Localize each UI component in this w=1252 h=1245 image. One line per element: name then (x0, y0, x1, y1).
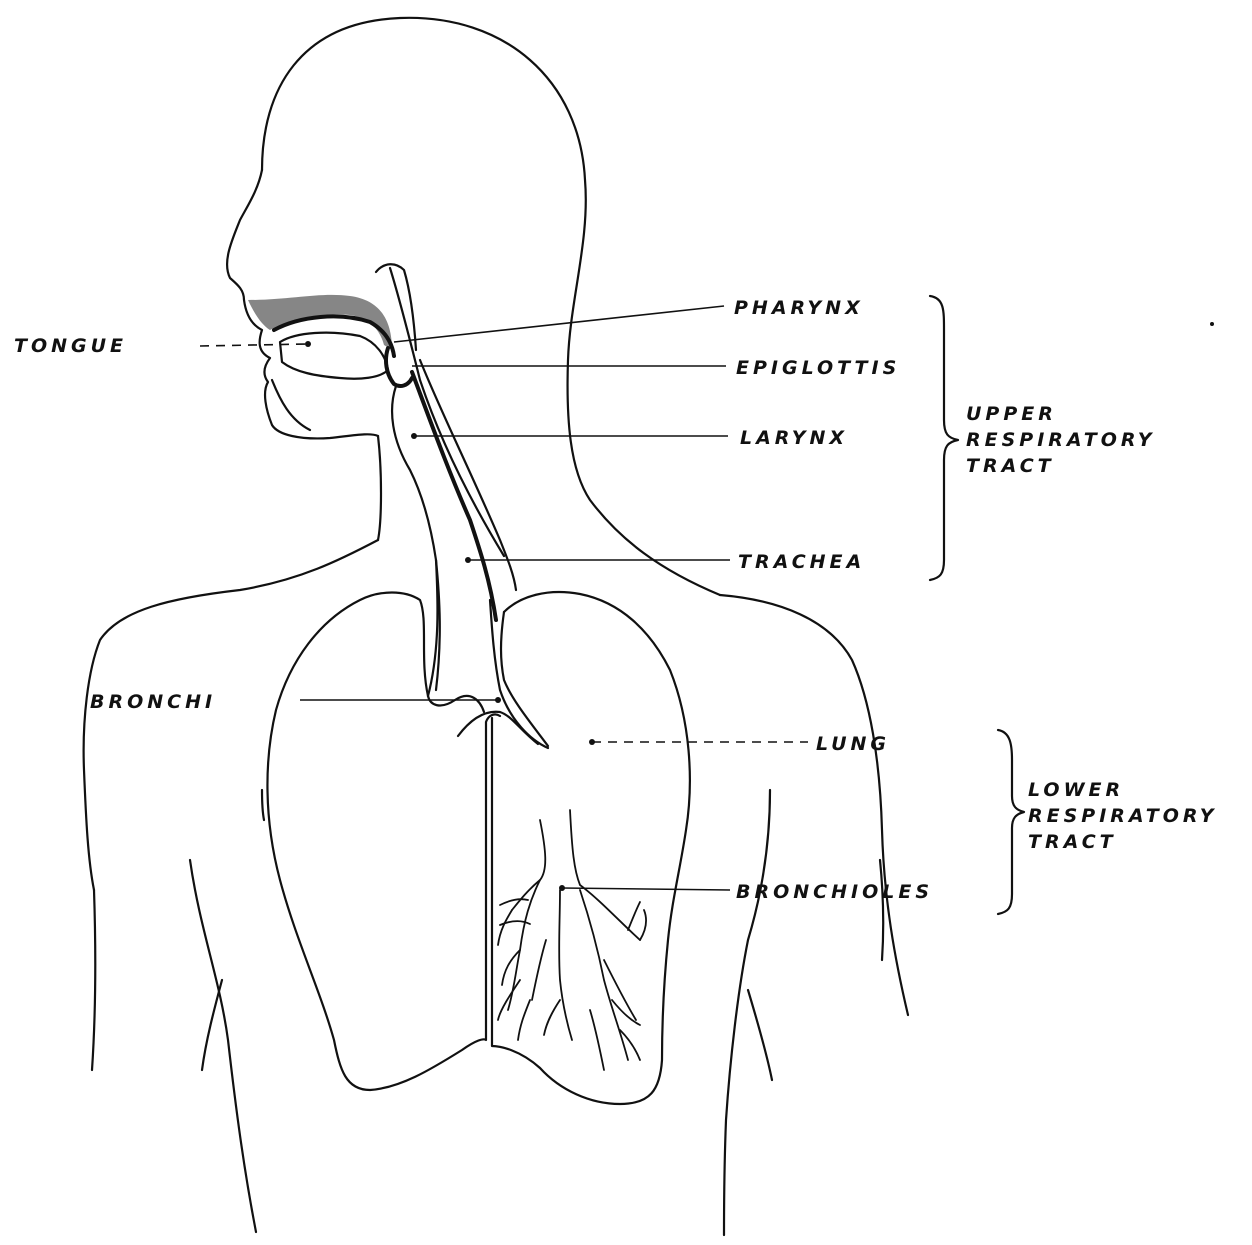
bronchioles-tree (498, 810, 646, 1070)
tongue-dot (305, 341, 311, 347)
right-torso (724, 790, 770, 1235)
esophagus (412, 372, 496, 620)
lung-dot (589, 739, 595, 745)
lungs (267, 592, 689, 1104)
trachea-dot (465, 557, 471, 563)
bronchioles-dot (559, 885, 565, 891)
right-shoulder (720, 595, 908, 1015)
ink-speck (1210, 322, 1214, 326)
right-lung (492, 592, 690, 1104)
branch-7 (604, 960, 640, 1060)
upper-brace (930, 296, 958, 580)
branch-9 (590, 1000, 640, 1070)
left-lung (267, 593, 500, 1091)
lower-tract-line-2: RESPIRATORY (1028, 805, 1218, 827)
main-branch-left (512, 820, 545, 910)
left-shoulder (84, 540, 378, 890)
oral-cavity (248, 264, 416, 430)
jaw-lower (272, 380, 310, 430)
label-pharynx: PHARYNX (734, 297, 864, 319)
label-tongue: TONGUE (14, 335, 127, 357)
main-branch-right (570, 810, 640, 940)
lower-tract-line-3: TRACT (1028, 831, 1117, 853)
tongue-shape (280, 333, 388, 379)
lower-tract-line-1: LOWER (1028, 779, 1124, 801)
left-arm-inner (92, 890, 222, 1070)
larynx-dot (411, 433, 417, 439)
bronchi-dot (495, 697, 501, 703)
upper-tract-line-3: TRACT (966, 455, 1055, 477)
neck-front (378, 436, 381, 540)
left-bronchus (428, 696, 484, 712)
upper-tract-line-2: RESPIRATORY (966, 429, 1156, 451)
pharynx-back-wall (390, 268, 504, 556)
pharynx-leader (394, 306, 724, 342)
label-bronchioles: BRONCHIOLES (736, 881, 933, 903)
lower-brace (998, 730, 1024, 914)
branch-8 (628, 902, 646, 940)
labels: TONGUE PHARYNX EPIGLOTTIS LARYNX TRACHEA… (14, 297, 1218, 903)
branch-3 (580, 890, 628, 1060)
branch-6 (532, 940, 560, 1035)
leader-lines (200, 306, 808, 891)
body-outline (84, 18, 908, 1235)
armpit-left (262, 790, 264, 820)
branch-5 (498, 980, 530, 1040)
label-bronchi: BRONCHI (90, 691, 216, 713)
tongue-leader (200, 344, 308, 346)
label-trachea: TRACHEA (738, 551, 865, 573)
epiglottis-shape (386, 348, 412, 386)
trachea-left-wall (428, 560, 438, 696)
left-torso (190, 860, 256, 1232)
branch-2 (559, 890, 572, 1040)
label-epiglottis: EPIGLOTTIS (736, 357, 900, 379)
upper-tract-line-1: UPPER (966, 403, 1057, 425)
label-larynx: LARYNX (740, 427, 848, 449)
label-lung: LUNG (816, 733, 890, 755)
right-lung-inner (501, 612, 548, 746)
